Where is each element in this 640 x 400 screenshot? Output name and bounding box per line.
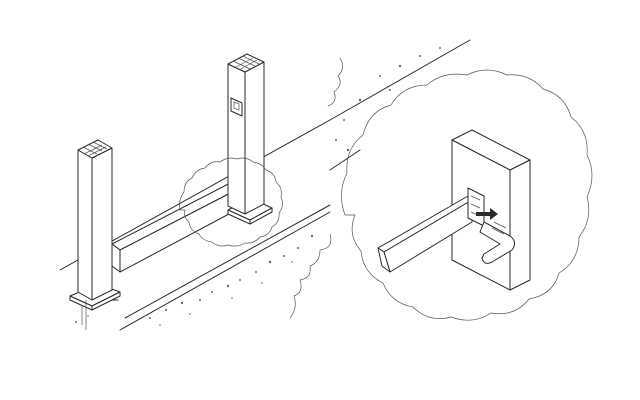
ground-speckles: [75, 234, 314, 326]
post-right-cap-grid: [232, 55, 260, 71]
post-left-cap-grid: [82, 141, 108, 157]
horizontal-rail: [111, 179, 245, 273]
insert-arrow-icon: [476, 208, 498, 220]
rail-bracket: [230, 97, 243, 117]
fastener-with-arrow: [476, 208, 516, 264]
post-left: [69, 139, 121, 330]
left-scene: [59, 53, 332, 331]
post-right: [227, 53, 273, 225]
right-scene: [327, 39, 593, 321]
magnifier-bubble-icon: [179, 157, 283, 247]
detail-ground-band: [327, 39, 471, 171]
detail-bubble: [341, 69, 593, 321]
